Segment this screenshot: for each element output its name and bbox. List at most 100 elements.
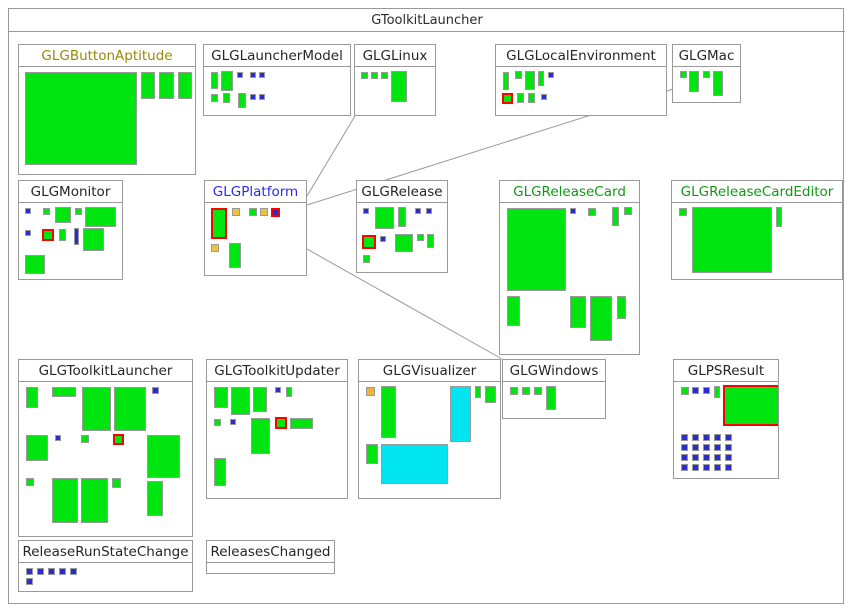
method-cell[interactable] xyxy=(692,464,699,471)
method-cell[interactable] xyxy=(548,72,554,78)
method-cell[interactable] xyxy=(714,444,721,451)
method-cell[interactable] xyxy=(612,207,619,226)
method-cell[interactable] xyxy=(391,71,407,102)
method-cell[interactable] xyxy=(681,464,688,471)
class-box-glgmonitor[interactable]: GLGMonitor xyxy=(18,180,123,280)
method-cell[interactable] xyxy=(590,296,612,341)
method-cell[interactable] xyxy=(624,207,632,215)
method-cell[interactable] xyxy=(152,387,159,394)
method-cell[interactable] xyxy=(26,435,48,461)
method-cell[interactable] xyxy=(517,93,524,103)
method-cell[interactable] xyxy=(485,386,496,403)
method-cell[interactable] xyxy=(680,71,687,78)
method-cell[interactable] xyxy=(681,444,688,451)
method-cell[interactable] xyxy=(617,296,626,319)
method-cell[interactable] xyxy=(52,478,78,523)
class-box-releaserunstatechange[interactable]: ReleaseRunStateChange xyxy=(18,540,193,592)
method-cell[interactable] xyxy=(417,234,424,241)
method-cell[interactable] xyxy=(81,478,108,523)
method-cell[interactable] xyxy=(260,208,268,216)
method-cell[interactable] xyxy=(538,71,544,86)
method-cell[interactable] xyxy=(59,229,66,241)
method-cell[interactable] xyxy=(59,568,66,575)
method-cell[interactable] xyxy=(259,72,265,78)
class-box-glgwindows[interactable]: GLGWindows xyxy=(502,359,606,419)
class-box-glglinux[interactable]: GLGLinux xyxy=(354,44,436,116)
method-cell[interactable] xyxy=(214,458,226,486)
method-cell[interactable] xyxy=(681,434,688,441)
method-cell[interactable] xyxy=(43,208,50,215)
method-cell[interactable] xyxy=(398,207,406,227)
class-box-glgvisualizer[interactable]: GLGVisualizer xyxy=(358,359,501,499)
method-cell[interactable] xyxy=(290,418,313,429)
method-cell[interactable] xyxy=(427,234,434,248)
method-cell[interactable] xyxy=(232,208,240,216)
method-cell[interactable] xyxy=(112,478,121,488)
method-cell[interactable] xyxy=(271,208,280,217)
method-cell[interactable] xyxy=(371,72,378,79)
class-box-releaseschanged[interactable]: ReleasesChanged xyxy=(206,540,335,574)
method-cell[interactable] xyxy=(450,386,471,442)
method-cell[interactable] xyxy=(83,228,104,251)
method-cell[interactable] xyxy=(703,434,710,441)
method-cell[interactable] xyxy=(546,386,556,410)
method-cell[interactable] xyxy=(380,236,386,242)
method-cell[interactable] xyxy=(211,208,227,239)
method-cell[interactable] xyxy=(74,228,79,245)
method-cell[interactable] xyxy=(679,208,687,216)
method-cell[interactable] xyxy=(85,207,116,227)
method-cell[interactable] xyxy=(55,435,61,441)
method-cell[interactable] xyxy=(113,434,124,445)
class-box-glpsresult[interactable]: GLPSResult xyxy=(673,359,779,479)
method-cell[interactable] xyxy=(528,93,535,103)
method-cell[interactable] xyxy=(776,207,782,227)
method-cell[interactable] xyxy=(159,72,174,99)
method-cell[interactable] xyxy=(82,387,111,431)
method-cell[interactable] xyxy=(147,481,163,516)
class-box-glgreleasecard[interactable]: GLGReleaseCard xyxy=(499,180,640,355)
method-cell[interactable] xyxy=(725,464,732,471)
method-cell[interactable] xyxy=(541,94,547,100)
method-cell[interactable] xyxy=(515,71,522,79)
method-cell[interactable] xyxy=(692,207,772,273)
method-cell[interactable] xyxy=(275,417,287,429)
method-cell[interactable] xyxy=(211,94,218,102)
method-cell[interactable] xyxy=(375,207,394,229)
method-cell[interactable] xyxy=(221,71,233,91)
method-cell[interactable] xyxy=(230,419,236,425)
method-cell[interactable] xyxy=(363,255,370,263)
method-cell[interactable] xyxy=(525,71,535,90)
method-cell[interactable] xyxy=(366,387,375,396)
method-cell[interactable] xyxy=(26,578,33,585)
method-cell[interactable] xyxy=(570,208,576,214)
method-cell[interactable] xyxy=(211,72,218,89)
method-cell[interactable] xyxy=(26,478,34,486)
method-cell[interactable] xyxy=(507,208,566,291)
method-cell[interactable] xyxy=(238,93,246,108)
method-cell[interactable] xyxy=(147,435,180,478)
method-cell[interactable] xyxy=(725,434,732,441)
class-box-glglocalenvironment[interactable]: GLGLocalEnvironment xyxy=(495,44,667,116)
method-cell[interactable] xyxy=(534,387,542,395)
method-cell[interactable] xyxy=(178,72,192,99)
class-box-glgmac[interactable]: GLGMac xyxy=(672,44,741,103)
method-cell[interactable] xyxy=(703,71,710,78)
method-cell[interactable] xyxy=(42,229,54,241)
method-cell[interactable] xyxy=(37,568,44,575)
class-box-glgreleasecardeditor[interactable]: GLGReleaseCardEditor xyxy=(671,180,843,280)
method-cell[interactable] xyxy=(214,419,221,426)
method-cell[interactable] xyxy=(475,386,481,398)
method-cell[interactable] xyxy=(70,568,77,575)
method-cell[interactable] xyxy=(714,454,721,461)
method-cell[interactable] xyxy=(361,72,368,79)
method-cell[interactable] xyxy=(249,208,257,216)
method-cell[interactable] xyxy=(114,387,146,431)
method-cell[interactable] xyxy=(510,387,518,395)
method-cell[interactable] xyxy=(381,72,388,79)
class-box-glgtoolkitlauncher[interactable]: GLGToolkitLauncher xyxy=(18,359,193,537)
method-cell[interactable] xyxy=(214,387,228,408)
method-cell[interactable] xyxy=(703,387,710,394)
method-cell[interactable] xyxy=(714,464,721,471)
method-cell[interactable] xyxy=(25,255,45,274)
method-cell[interactable] xyxy=(681,387,689,395)
